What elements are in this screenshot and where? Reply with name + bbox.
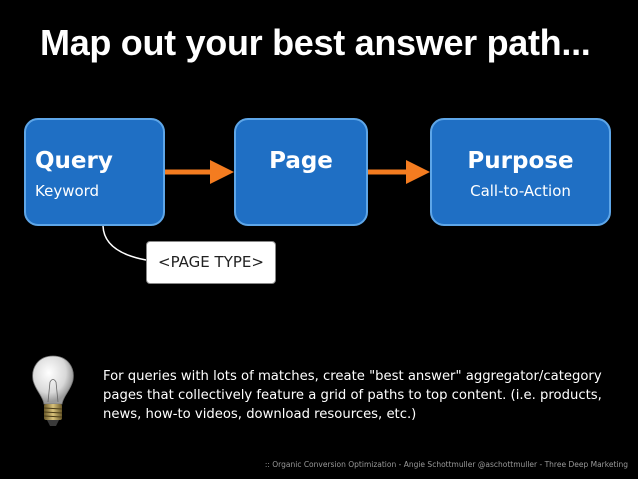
note-line-2: pages that collectively feature a grid o… (103, 388, 602, 403)
lightbulb-icon (32, 355, 74, 426)
query-label: Query (35, 148, 113, 174)
page-box: Page (234, 118, 368, 226)
callout-connector (102, 225, 147, 261)
query-sublabel: Keyword (35, 182, 100, 200)
slide-title: Map out your best answer path... (40, 22, 591, 63)
note-text: For queries with lots of matches, create… (103, 367, 623, 424)
note-line-1: For queries with lots of matches, create… (103, 369, 602, 384)
footer-credit: :: Organic Conversion Optimization - Ang… (264, 460, 628, 469)
query-box: Query Keyword (24, 118, 165, 226)
purpose-box: Purpose Call-to-Action (430, 118, 611, 226)
arrow-head-page-to-purpose (406, 160, 430, 184)
page-type-callout: <PAGE TYPE> (146, 241, 276, 284)
arrow-head-query-to-page (210, 160, 234, 184)
page-label: Page (269, 148, 333, 174)
purpose-sublabel: Call-to-Action (470, 182, 571, 200)
note-line-3: news, how-to videos, download resources,… (103, 407, 417, 422)
purpose-label: Purpose (467, 148, 574, 174)
